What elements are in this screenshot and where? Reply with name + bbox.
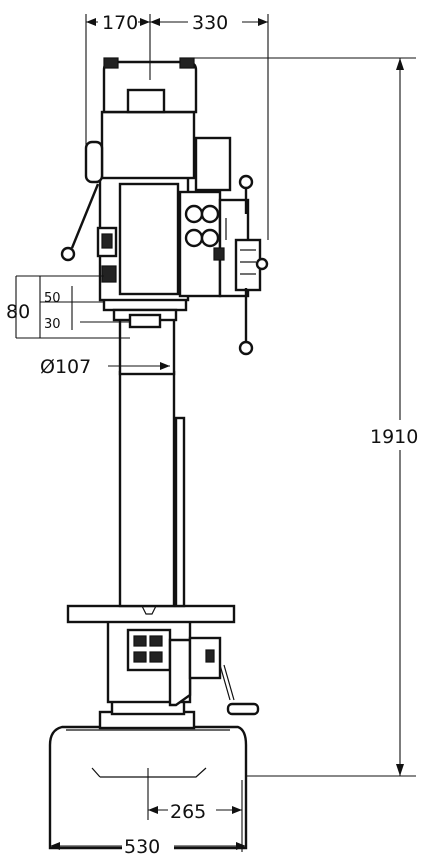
drill-head <box>96 174 269 302</box>
dim-265: 265 <box>170 801 206 823</box>
drill-press-machine <box>48 57 269 850</box>
left-handwheel-hub <box>84 140 104 184</box>
dim-50: 50 <box>44 291 61 306</box>
dim-1910: 1910 <box>370 426 418 448</box>
table-lift-mechanism <box>126 628 260 716</box>
crank-handle <box>226 702 260 716</box>
dimension-lines <box>15 12 422 857</box>
feed-lever-right <box>225 174 254 356</box>
dim-80: 80 <box>6 301 30 323</box>
dim-330: 330 <box>192 12 228 34</box>
column <box>118 370 176 608</box>
motor-housing <box>84 57 232 192</box>
dim-530: 530 <box>124 836 160 857</box>
dim-170: 170 <box>102 12 138 34</box>
dimension-labels: 170 330 1910 80 50 30 Ø107 265 530 <box>6 12 418 857</box>
rack <box>174 416 186 608</box>
column-foot <box>98 698 196 730</box>
work-table <box>66 604 236 624</box>
feed-lever-left <box>60 183 100 262</box>
dim-30: 30 <box>44 317 61 332</box>
dim-diameter-107: Ø107 <box>40 356 91 378</box>
